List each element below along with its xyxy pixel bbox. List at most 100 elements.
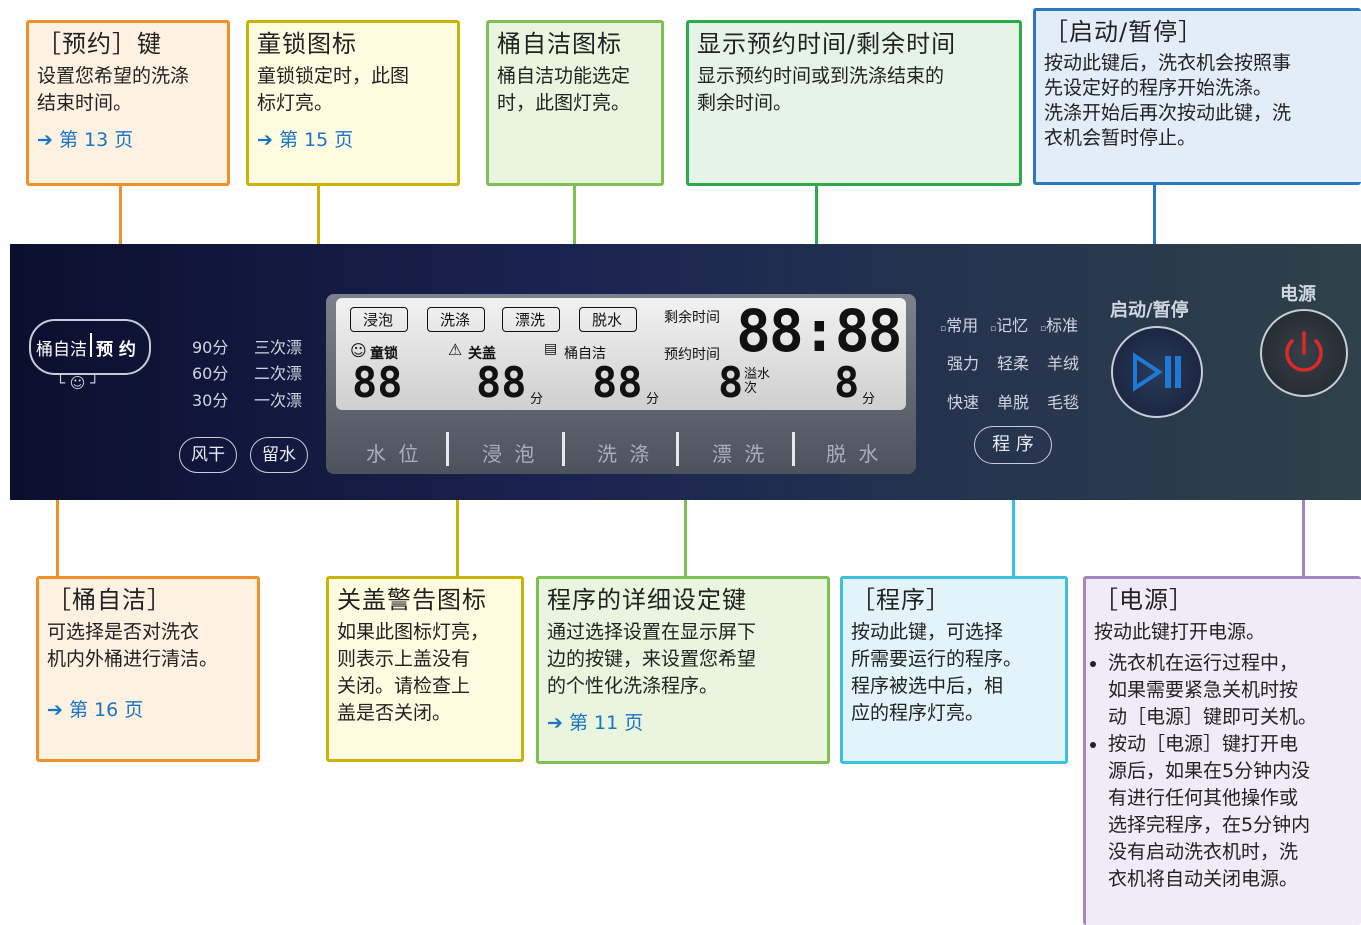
connector-time <box>815 186 818 256</box>
rinse-count-3: 一次漂 <box>254 391 303 410</box>
callout-child-lock: 童锁图标 童锁锁定时，此图 标灯亮。 ➔ 第 15 页 <box>246 20 460 186</box>
callout-title: 关盖警告图标 <box>337 586 487 614</box>
callout-title: ［启动/暂停］ <box>1044 18 1204 46</box>
tub-clean-reserve-button-group[interactable] <box>29 319 151 375</box>
callout-desc: 如果此图标灯亮， 则表示上盖没有 关闭。请检查上 盖是否关闭。 <box>337 621 490 724</box>
power-icon <box>1285 331 1323 372</box>
program-gentle: 轻柔 <box>997 354 1030 373</box>
callout-title: ［程序］ <box>851 586 951 614</box>
seg-rinse-unit: 溢水 次 <box>744 367 771 396</box>
callout-reserve-key: ［预约］键 设置您希望的洗涤 结束时间。 ➔ 第 13 页 <box>26 20 230 186</box>
stage-soak: 浸泡 <box>350 307 409 332</box>
reserve-button[interactable]: 预 约 <box>96 340 136 360</box>
water-level-button[interactable]: 水 位 <box>366 442 422 466</box>
callout-desc: 按动此键后，洗衣机会按照事 先设定好的程序开始洗涤。 洗涤开始后再次按动此键，洗… <box>1044 52 1292 149</box>
rinse-time-2: 60分 <box>192 364 229 383</box>
spin-button[interactable]: 脱 水 <box>826 442 882 466</box>
power-note: 按动［电源］键打开电 源后，如果在5分钟内没 有进行任何其他操作或 选择完程序，… <box>1108 731 1353 893</box>
callout-desc: 按动此键，可选择 所需要运行的程序。 程序被选中后，相 应的程序灯亮。 <box>851 621 1023 724</box>
callout-tub-clean-key: ［桶自洁］ 可选择是否对洗衣 机内外桶进行清洁。 ➔ 第 16 页 <box>36 576 260 762</box>
lcd-screen <box>336 298 906 410</box>
play-pause-icon <box>1133 352 1181 392</box>
soak-button[interactable]: 浸 泡 <box>482 442 538 466</box>
callout-tub-clean-icon: 桶自洁图标 桶自洁功能选定 时，此图灯亮。 <box>486 20 664 186</box>
connector-detail <box>684 478 687 578</box>
program-strong: 强力 <box>947 354 980 373</box>
stage-spin: 脱水 <box>579 307 638 332</box>
callout-time-display: 显示预约时间/剩余时间 显示预约时间或到洗涤结束的 剩余时间。 <box>686 20 1022 186</box>
child-lock-icon: ☺ <box>350 341 367 360</box>
wash-button[interactable]: 洗 涤 <box>597 442 653 466</box>
callout-desc: 桶自洁功能选定 时，此图灯亮。 <box>497 65 631 114</box>
child-lock-hint-icon: └ ☺ ┘ <box>56 374 100 392</box>
divider-3 <box>676 432 679 466</box>
time-display: 88:88 <box>736 297 903 365</box>
divider-4 <box>792 432 795 466</box>
power-label: 电源 <box>1280 284 1316 305</box>
connector-start <box>1153 185 1156 285</box>
page-ref-link[interactable]: ➔ 第 15 页 <box>257 129 354 151</box>
program-memory: ▫记忆 <box>990 316 1029 335</box>
divider-2 <box>562 432 565 466</box>
callout-title: 程序的详细设定键 <box>547 586 747 614</box>
page-ref-link[interactable]: ➔ 第 16 页 <box>47 699 144 721</box>
seg-rinse-count: 8 <box>718 358 744 407</box>
callout-power-key: ［电源］ 按动此键打开电源。 洗衣机在运行过程中， 如果需要紧急关机时按 动［电… <box>1083 576 1361 925</box>
hold-water-button[interactable]: 留水 <box>250 437 308 473</box>
callout-desc: 通过选择设置在显示屏下 边的按键，来设置您希望 的个性化洗涤程序。 <box>547 621 757 697</box>
button-divider <box>90 333 92 357</box>
lid-warning-label: 关盖 <box>468 346 496 362</box>
reserve-time-label: 预约时间 <box>664 347 720 363</box>
power-notes: 洗衣机在运行过程中， 如果需要紧急关机时按 动［电源］键即可关机。 按动［电源］… <box>1094 650 1353 893</box>
tub-clean-button[interactable]: 桶自洁 <box>36 340 87 360</box>
program-cashmere: 羊绒 <box>1047 354 1080 373</box>
callout-lid-warning: 关盖警告图标 如果此图标灯亮， 则表示上盖没有 关闭。请检查上 盖是否关闭。 <box>326 576 524 762</box>
seg-spin-time: 8 <box>834 358 860 407</box>
stage-rinse: 漂洗 <box>502 307 561 332</box>
callout-detail-keys: 程序的详细设定键 通过选择设置在显示屏下 边的按键，来设置您希望 的个性化洗涤程… <box>536 576 830 764</box>
rinse-button[interactable]: 漂 洗 <box>712 442 768 466</box>
seg-water-level: 88 <box>352 358 403 407</box>
rinse-time-3: 30分 <box>192 391 229 410</box>
callout-title: 桶自洁图标 <box>497 30 622 58</box>
seg-spin-unit: 分 <box>862 392 876 407</box>
callout-desc: 显示预约时间或到洗涤结束的 剩余时间。 <box>697 65 945 114</box>
rinse-count-1: 三次漂 <box>254 338 303 357</box>
dry-button[interactable]: 风干 <box>179 437 237 473</box>
start-pause-label: 启动/暂停 <box>1110 300 1189 321</box>
lid-warning-icon: ⚠ <box>448 340 463 359</box>
connector-program <box>1012 474 1015 578</box>
power-note: 洗衣机在运行过程中， 如果需要紧急关机时按 动［电源］键即可关机。 <box>1108 650 1353 731</box>
seg-soak-time: 88 <box>476 358 527 407</box>
callout-desc: 按动此键打开电源。 <box>1094 621 1266 643</box>
callout-title: ［电源］ <box>1094 586 1194 614</box>
program-spin-only: 单脱 <box>997 393 1030 412</box>
power-button[interactable] <box>1260 309 1348 397</box>
callout-desc: 设置您希望的洗涤 结束时间。 <box>37 65 190 114</box>
program-normal: ▫常用 <box>940 316 979 335</box>
callout-desc: 可选择是否对洗衣 机内外桶进行清洁。 <box>47 621 219 670</box>
seg-wash-time: 88 <box>592 358 643 407</box>
callout-program-key: ［程序］ 按动此键，可选择 所需要运行的程序。 程序被选中后，相 应的程序灯亮。 <box>840 576 1068 764</box>
callout-title: ［桶自洁］ <box>47 586 172 614</box>
tub-clean-lcd-icon: ▤ <box>544 341 558 357</box>
remaining-time-label: 剩余时间 <box>664 310 720 326</box>
program-standard: ▫标准 <box>1040 316 1079 335</box>
tub-clean-lcd-label: 桶自洁 <box>564 346 606 362</box>
start-pause-button[interactable] <box>1111 326 1203 418</box>
program-button[interactable]: 程 序 <box>974 426 1052 464</box>
program-blanket: 毛毯 <box>1047 393 1080 412</box>
rinse-time-1: 90分 <box>192 338 229 357</box>
callout-title: 显示预约时间/剩余时间 <box>697 30 957 58</box>
callout-title: 童锁图标 <box>257 30 357 58</box>
page-ref-link[interactable]: ➔ 第 13 页 <box>37 129 134 151</box>
program-quick: 快速 <box>947 393 980 412</box>
callout-start-pause: ［启动/暂停］ 按动此键后，洗衣机会按照事 先设定好的程序开始洗涤。 洗涤开始后… <box>1033 8 1361 185</box>
seg-soak-unit: 分 <box>530 392 544 407</box>
divider-1 <box>446 432 449 466</box>
page-ref-link[interactable]: ➔ 第 11 页 <box>547 712 644 734</box>
seg-wash-unit: 分 <box>646 392 660 407</box>
callout-desc: 童锁锁定时，此图 标灯亮。 <box>257 65 410 114</box>
child-lock-label: 童锁 <box>370 346 398 362</box>
callout-title: ［预约］键 <box>37 30 162 58</box>
